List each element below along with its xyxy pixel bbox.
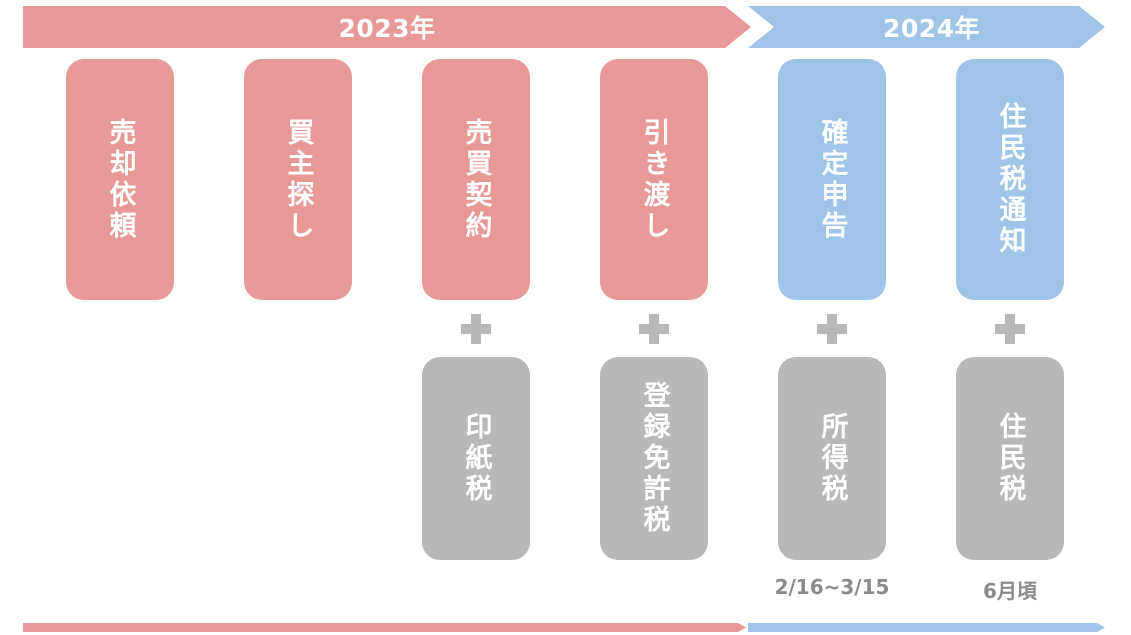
step-label: 引き渡し	[638, 117, 670, 242]
income-tax-period-note: 2/16~3/15	[774, 575, 890, 599]
timeline-2023-bar	[23, 623, 746, 632]
tax-registration-license: 登録免許税	[600, 357, 708, 560]
timeline-2024-bar	[748, 623, 1105, 632]
step-buyer-search: 買主探し	[244, 59, 352, 300]
step-sale-request: 売却依頼	[66, 59, 174, 300]
tax-label: 印紙税	[460, 412, 492, 505]
step-label: 売買契約	[460, 117, 492, 242]
year-2024-arrow: 2024年	[748, 6, 1105, 48]
tax-label: 住民税	[994, 412, 1026, 505]
step-label: 買主探し	[282, 117, 314, 242]
year-2023-label: 2023年	[338, 14, 436, 43]
plus-icon	[995, 314, 1025, 344]
year-2024-label: 2024年	[882, 14, 981, 43]
plus-icon	[639, 314, 669, 344]
step-label: 住民税通知	[994, 102, 1026, 257]
plus-icon	[817, 314, 847, 344]
year-2023-arrow: 2023年	[23, 6, 751, 48]
step-tax-return: 確定申告	[778, 59, 886, 300]
plus-icon	[461, 314, 491, 344]
tax-label: 登録免許税	[638, 381, 670, 536]
resident-tax-timing-note: 6月頃	[983, 579, 1037, 603]
step-label: 確定申告	[816, 117, 848, 242]
tax-label: 所得税	[816, 412, 848, 505]
tax-resident: 住民税	[956, 357, 1064, 560]
step-handover: 引き渡し	[600, 59, 708, 300]
tax-income: 所得税	[778, 357, 886, 560]
step-sales-contract: 売買契約	[422, 59, 530, 300]
tax-stamp-duty: 印紙税	[422, 357, 530, 560]
step-label: 売却依頼	[104, 117, 136, 242]
step-resident-tax-notice: 住民税通知	[956, 59, 1064, 300]
